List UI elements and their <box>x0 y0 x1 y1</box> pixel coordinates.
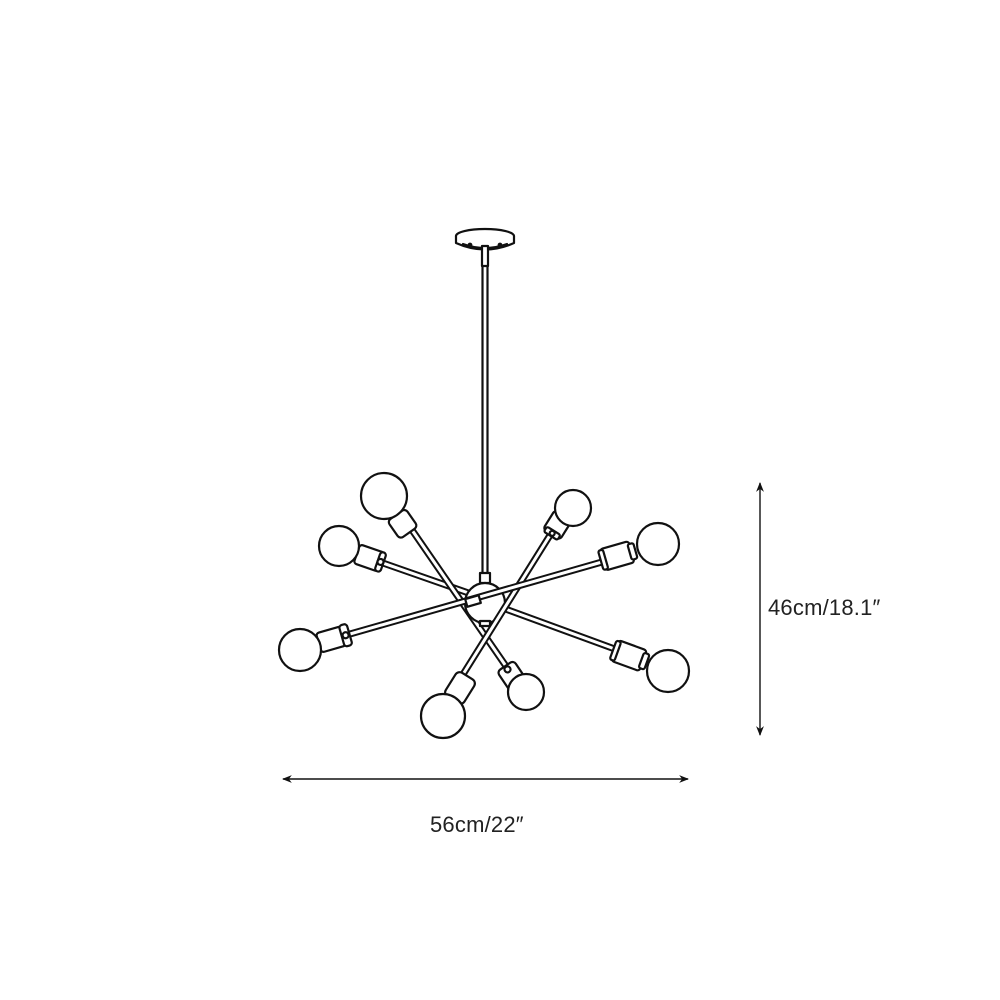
bulb-left-mid <box>317 524 387 573</box>
bulb-upper-left <box>359 471 418 539</box>
bulb-right-mid <box>597 521 681 571</box>
downrod <box>478 244 492 585</box>
height-dimension-label: 46cm/18.1″ <box>768 595 881 620</box>
bulb-upper-right <box>543 488 593 541</box>
width-dimension-label: 56cm/22″ <box>430 812 524 837</box>
bulb-bottom-center <box>497 660 546 712</box>
bulb-right-lower <box>609 639 691 694</box>
arm-upper-right-to-bottom-left <box>458 528 556 680</box>
bulb-far-left <box>277 623 353 673</box>
bulb-bottom-left <box>419 671 476 740</box>
arm-far-left-to-right-mid <box>346 558 606 638</box>
